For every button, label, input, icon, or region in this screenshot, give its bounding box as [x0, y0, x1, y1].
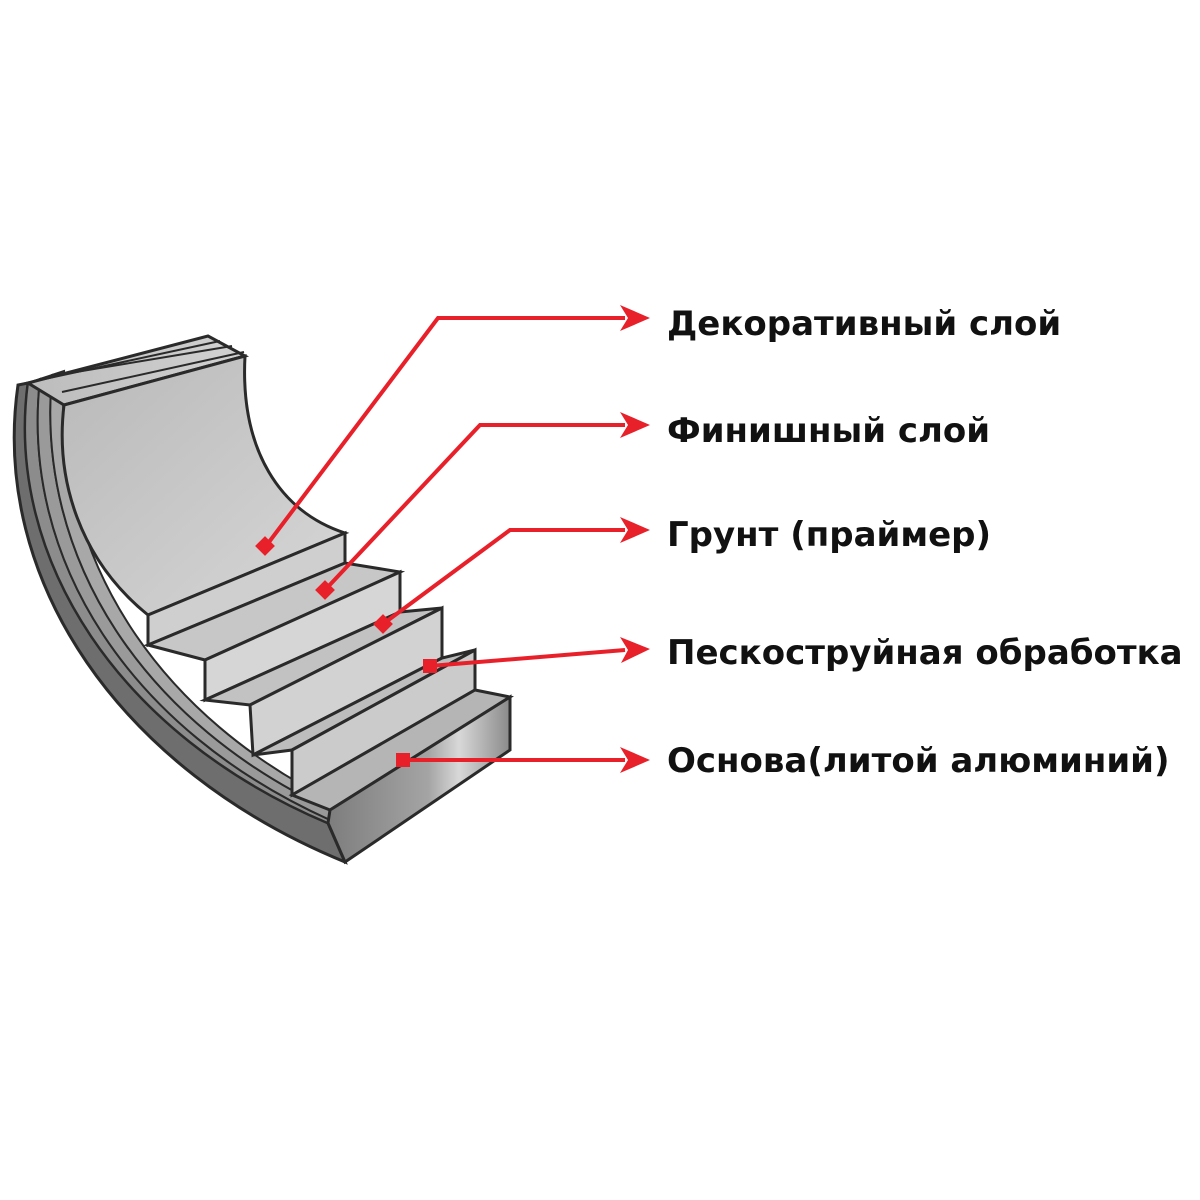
label-finish-layer: Финишный слой: [667, 411, 991, 451]
pointer-primer: [381, 528, 625, 626]
pointer-decorative: [264, 316, 625, 548]
label-decorative-layer: Декоративный слой: [667, 304, 1062, 344]
label-primer-layer: Грунт (праймер): [667, 515, 992, 555]
pointer-finish: [323, 423, 625, 592]
label-sandblast-layer: Пескоструйная обработка: [667, 633, 1183, 673]
pointer-sandblast: [429, 648, 626, 668]
step-base-front: [326, 694, 512, 865]
pointer-lines: [264, 316, 626, 762]
arrow-primer: [620, 517, 650, 543]
arrow-decorative: [620, 305, 650, 331]
marker-finish: [315, 580, 335, 600]
marker-decorative: [255, 536, 275, 556]
pointer-markers: [255, 536, 437, 767]
marker-base: [396, 753, 410, 767]
arrow-base: [620, 747, 650, 773]
pointer-arrowheads: [620, 305, 650, 773]
marker-sandblast: [423, 659, 437, 673]
arrow-sandblast: [620, 637, 650, 663]
arrow-finish: [620, 412, 650, 438]
label-base-layer: Основа(литой алюминий): [667, 741, 1170, 781]
marker-primer: [373, 614, 393, 634]
